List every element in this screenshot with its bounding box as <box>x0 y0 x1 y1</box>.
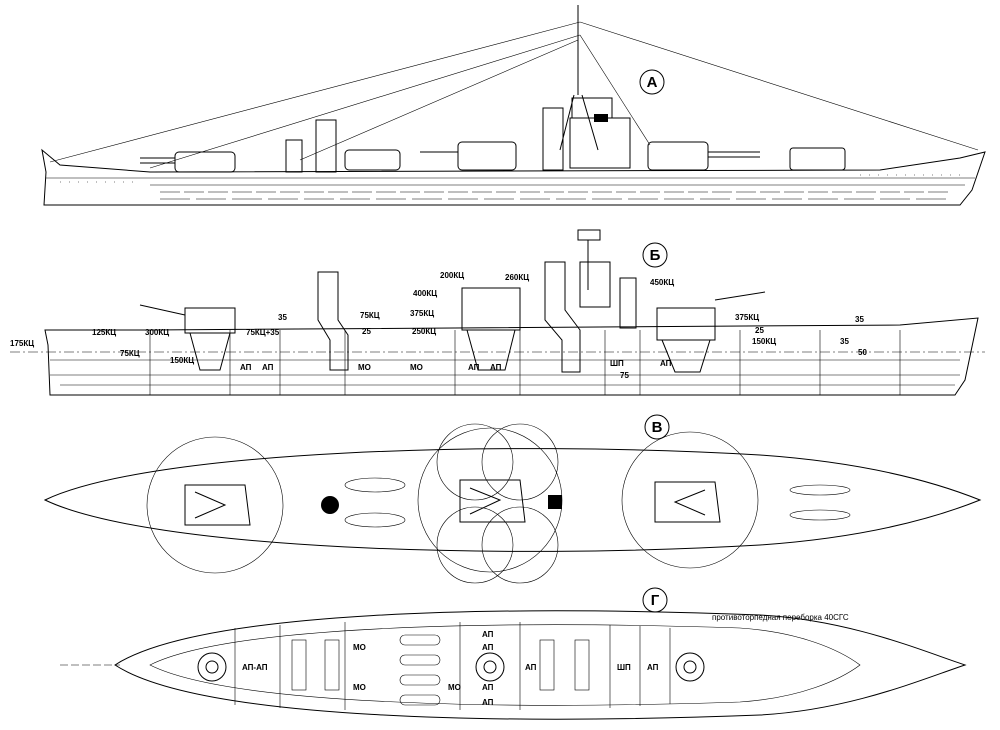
mainmast-a <box>559 5 599 151</box>
compartment-labels-g: АП-АП МО МО АП АП АП АП МО АП ШП АП <box>242 630 659 707</box>
rigging-a <box>49 21 979 169</box>
svg-text:ШП: ШП <box>610 359 624 368</box>
fore-uptake-b <box>317 271 349 371</box>
svg-text:75: 75 <box>620 371 629 380</box>
view-g-armour-plan: Г противоторпедная переборка 40СГС АП-АП… <box>60 587 967 720</box>
svg-text:АП-АП: АП-АП <box>242 663 268 672</box>
svg-text:МО: МО <box>358 363 371 372</box>
svg-text:АП: АП <box>468 363 480 372</box>
fore-funnel-a <box>315 119 337 173</box>
svg-text:АП: АП <box>240 363 252 372</box>
svg-text:АП: АП <box>647 663 659 672</box>
turret-arcs-v <box>146 423 759 584</box>
hull-plating-a <box>160 191 950 200</box>
svg-text:АП: АП <box>262 363 274 372</box>
svg-text:375КЦ: 375КЦ <box>735 313 759 322</box>
svg-text:АП: АП <box>482 643 494 652</box>
svg-text:175КЦ: 175КЦ <box>10 339 34 348</box>
bulkheads-g <box>234 622 671 710</box>
armour-labels-b: 175КЦ 125КЦ 300КЦ 75КЦ 150КЦ 75КЦ+35 75К… <box>10 271 867 380</box>
svg-text:МО: МО <box>410 363 423 372</box>
svg-text:75КЦ: 75КЦ <box>120 349 140 358</box>
aft-funnel-a <box>542 107 564 171</box>
bulkheads-b <box>149 330 901 395</box>
svg-text:25: 25 <box>362 327 371 336</box>
svg-text:200КЦ: 200КЦ <box>440 271 464 280</box>
torpedo-bulkhead-note: противоторпедная переборка 40СГС <box>712 613 849 622</box>
svg-text:МО: МО <box>448 683 461 692</box>
svg-text:375КЦ: 375КЦ <box>410 309 434 318</box>
svg-text:150КЦ: 150КЦ <box>170 356 194 365</box>
svg-text:35: 35 <box>840 337 849 346</box>
view-v-letter: В <box>652 419 663 436</box>
svg-text:25: 25 <box>755 326 764 335</box>
svg-text:ШП: ШП <box>617 663 631 672</box>
svg-text:АП: АП <box>660 359 672 368</box>
torpedo-bulkhead-g <box>149 624 861 706</box>
svg-text:АП: АП <box>525 663 537 672</box>
view-v-letter-circle <box>644 414 670 440</box>
view-g-letter: Г <box>651 592 660 609</box>
svg-text:75КЦ+35: 75КЦ+35 <box>246 328 280 337</box>
boats-v <box>344 477 851 528</box>
hull-b <box>44 317 979 396</box>
svg-text:МО: МО <box>353 643 366 652</box>
svg-text:35: 35 <box>855 315 864 324</box>
svg-text:400КЦ: 400КЦ <box>413 289 437 298</box>
hull-plan-v <box>43 448 982 552</box>
hull-a <box>41 148 986 206</box>
main-turrets-a <box>140 141 846 173</box>
svg-text:АП: АП <box>482 630 494 639</box>
view-a-outboard-profile: А <box>41 5 986 206</box>
view-b-letter: Б <box>650 247 661 264</box>
aft-uptake-b <box>544 261 581 373</box>
svg-text:75КЦ: 75КЦ <box>360 311 380 320</box>
compartment-labels-b: АП АП МО МО АП АП ШП АП <box>240 359 672 372</box>
view-a-letter: А <box>647 74 658 91</box>
svg-text:35: 35 <box>278 313 287 322</box>
svg-text:50: 50 <box>858 348 867 357</box>
svg-text:250КЦ: 250КЦ <box>412 327 436 336</box>
svg-text:АП: АП <box>490 363 502 372</box>
svg-text:МО: МО <box>353 683 366 692</box>
svg-text:125КЦ: 125КЦ <box>92 328 116 337</box>
svg-text:300КЦ: 300КЦ <box>145 328 169 337</box>
view-b-letter-circle <box>642 242 668 268</box>
view-v-deck-plan: В <box>43 414 982 584</box>
view-a-letter-circle <box>639 69 665 95</box>
view-b-inboard-profile: Б 175КЦ 125КЦ 300КЦ 75КЦ 150КЦ 75КЦ+35 7… <box>10 229 985 396</box>
fore-funnel-plan <box>321 496 339 514</box>
view-g-letter-circle <box>642 587 668 613</box>
boilers-g <box>291 634 590 706</box>
turret-housings-v <box>184 479 721 526</box>
turrets-b <box>139 287 766 373</box>
aft-funnel-plan <box>548 495 562 509</box>
svg-text:АП: АП <box>482 698 494 707</box>
hull-plan-g <box>114 610 967 720</box>
svg-text:150КЦ: 150КЦ <box>752 337 776 346</box>
svg-text:260КЦ: 260КЦ <box>505 273 529 282</box>
svg-text:450КЦ: 450КЦ <box>650 278 674 287</box>
svg-text:АП: АП <box>482 683 494 692</box>
